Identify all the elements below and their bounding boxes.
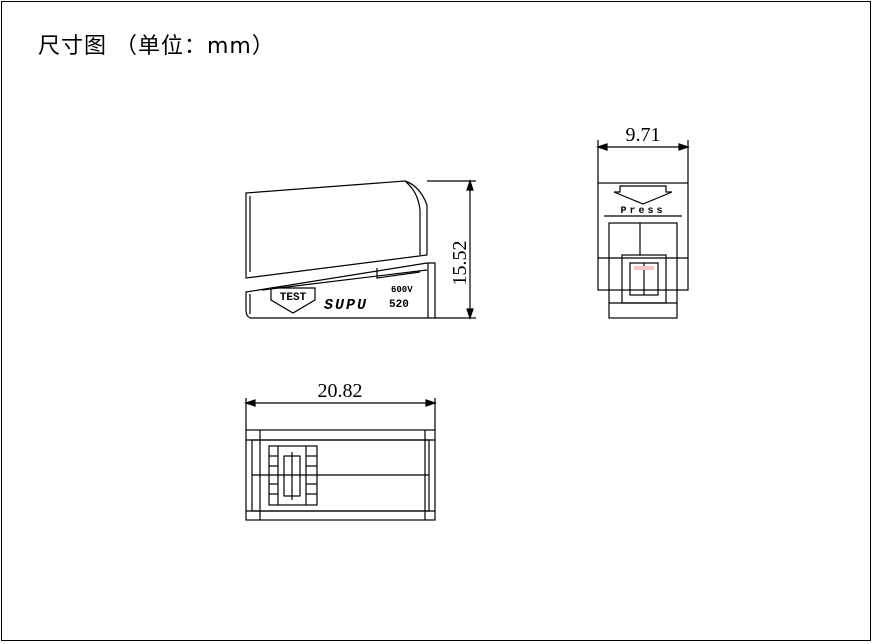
side-view	[245, 180, 436, 319]
slider-block	[268, 445, 318, 506]
voltage-label: 600V	[391, 285, 413, 295]
model-label: 520	[389, 299, 409, 311]
brand-label: SUPU	[324, 297, 368, 314]
dim-side-height	[427, 179, 476, 320]
dim-top-label: 20.82	[318, 380, 363, 402]
press-arrow-icon	[613, 185, 673, 205]
front-body	[597, 182, 689, 291]
base-top-line	[261, 269, 428, 291]
base-outline	[245, 262, 436, 319]
dim-front-width	[596, 140, 690, 183]
lever-front-curve	[405, 181, 421, 255]
top-view	[245, 429, 436, 521]
dim-front-label: 9.71	[626, 124, 661, 146]
press-label: Press	[620, 206, 665, 217]
page-title: 尺寸图 （单位：mm）	[38, 34, 275, 59]
test-label: TEST	[280, 292, 307, 304]
front-view	[597, 182, 689, 319]
front-lower-body	[608, 222, 678, 319]
lever-outline	[245, 180, 428, 279]
dim-side-label: 15.52	[449, 241, 471, 286]
label-slot	[376, 268, 421, 279]
test-arrow-icon	[270, 287, 316, 314]
dim-top-length	[244, 398, 437, 430]
button-hint-mark	[634, 266, 654, 270]
top-body	[245, 429, 436, 521]
